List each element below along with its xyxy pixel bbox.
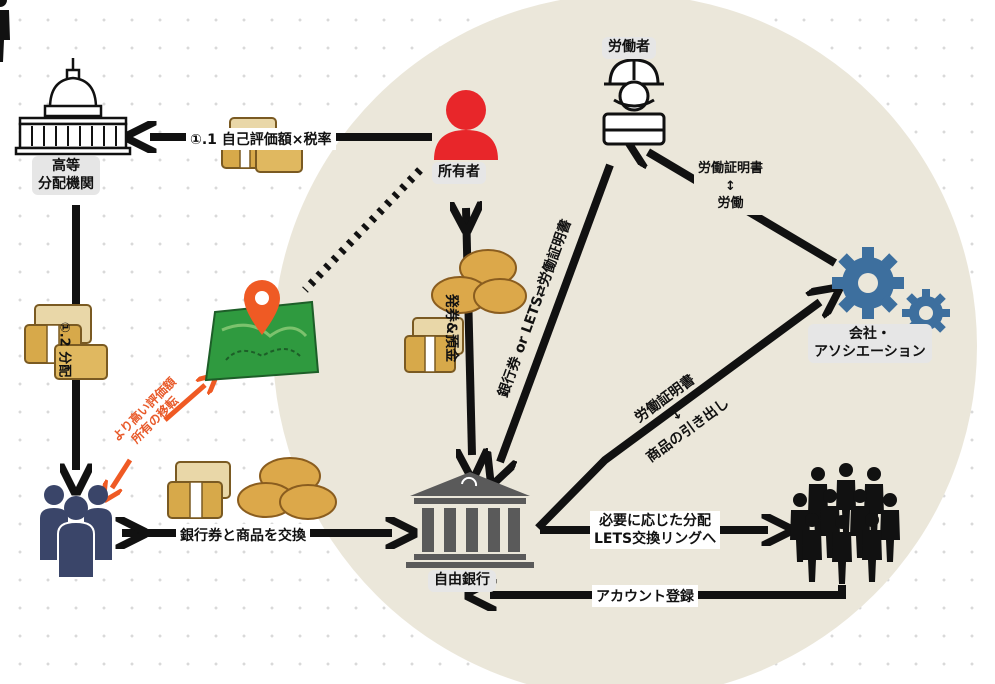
bank-company-arrow	[535, 302, 820, 531]
transfer-arrow-up	[163, 385, 205, 422]
owner-bank-arrow	[466, 208, 472, 455]
capitol-icon	[14, 58, 132, 156]
high-agency-label: 高等 分配機関	[32, 156, 100, 195]
tax-label: ①.1 自己評価額×税率	[186, 128, 336, 150]
worker-icon	[602, 58, 666, 146]
gears-icon	[832, 247, 950, 337]
gold-bales-icon-exchange	[237, 457, 337, 520]
money-bundle-icon-exchange	[167, 461, 231, 519]
issue-deposit-label: 発券&預金	[443, 293, 460, 363]
account-label: アカウント登録	[592, 585, 698, 607]
location-pin-icon	[244, 280, 280, 335]
company-worker-label: 労働証明書 ↕ 労働	[694, 158, 768, 215]
worker-bank-arrow	[500, 163, 614, 462]
crowd-icon	[0, 0, 900, 584]
exchange-label: 銀行券と商品を交換	[176, 524, 310, 546]
land-map-icon	[204, 300, 320, 382]
free-bank-label: 自由銀行	[428, 570, 496, 592]
transfer-arrow-down	[112, 458, 133, 488]
distribution-label: ①.2 分配	[56, 321, 72, 378]
worker-label: 労働者	[602, 37, 656, 59]
company-label: 会社・ アソシエーション	[808, 324, 932, 363]
money-bundle-icon-issue	[404, 317, 464, 373]
need-based-label: 必要に応じた分配 LETS交換リングへ	[590, 511, 721, 550]
owner-label: 所有者	[432, 162, 486, 184]
money-bundle-icon-distribution	[24, 304, 108, 380]
people-group-icon	[40, 485, 112, 579]
bank-icon	[406, 472, 534, 568]
gold-bales-icon-issue	[431, 249, 527, 314]
owner-person-icon	[434, 90, 498, 160]
